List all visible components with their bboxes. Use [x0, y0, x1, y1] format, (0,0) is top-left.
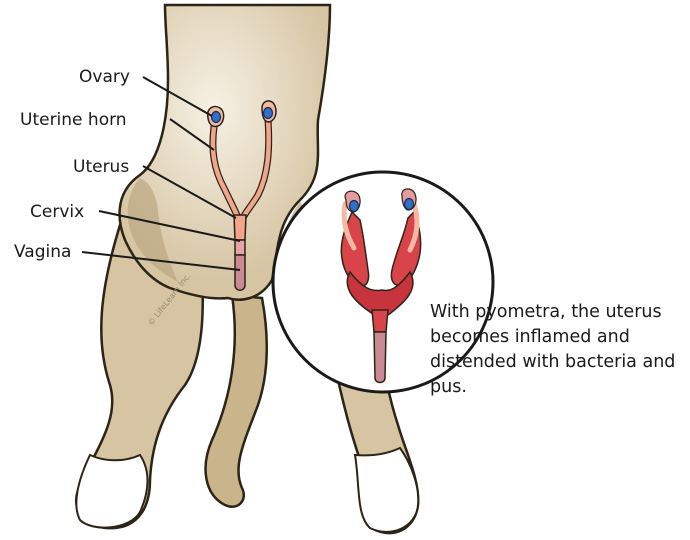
vagina-segment	[235, 255, 245, 290]
label-uterus: Uterus	[73, 157, 129, 177]
label-ovary: Ovary	[79, 67, 130, 87]
tail	[206, 295, 267, 507]
uterus-body	[234, 215, 246, 240]
inset-ovary-right	[405, 199, 414, 210]
ovary-right	[264, 108, 273, 119]
label-vagina: Vagina	[14, 242, 71, 262]
label-uterine-horn: Uterine horn	[20, 110, 127, 130]
inflamed-vagina	[374, 332, 386, 383]
ovary-left	[212, 112, 221, 123]
right-paw	[355, 448, 418, 532]
cervix-segment	[235, 240, 245, 255]
label-cervix: Cervix	[30, 202, 84, 222]
pyometra-caption: With pyometra, the uterus becomes inflam…	[430, 300, 685, 400]
left-paw	[76, 455, 147, 528]
inflamed-cervix	[372, 310, 388, 332]
inset-ovary-left	[350, 201, 359, 212]
